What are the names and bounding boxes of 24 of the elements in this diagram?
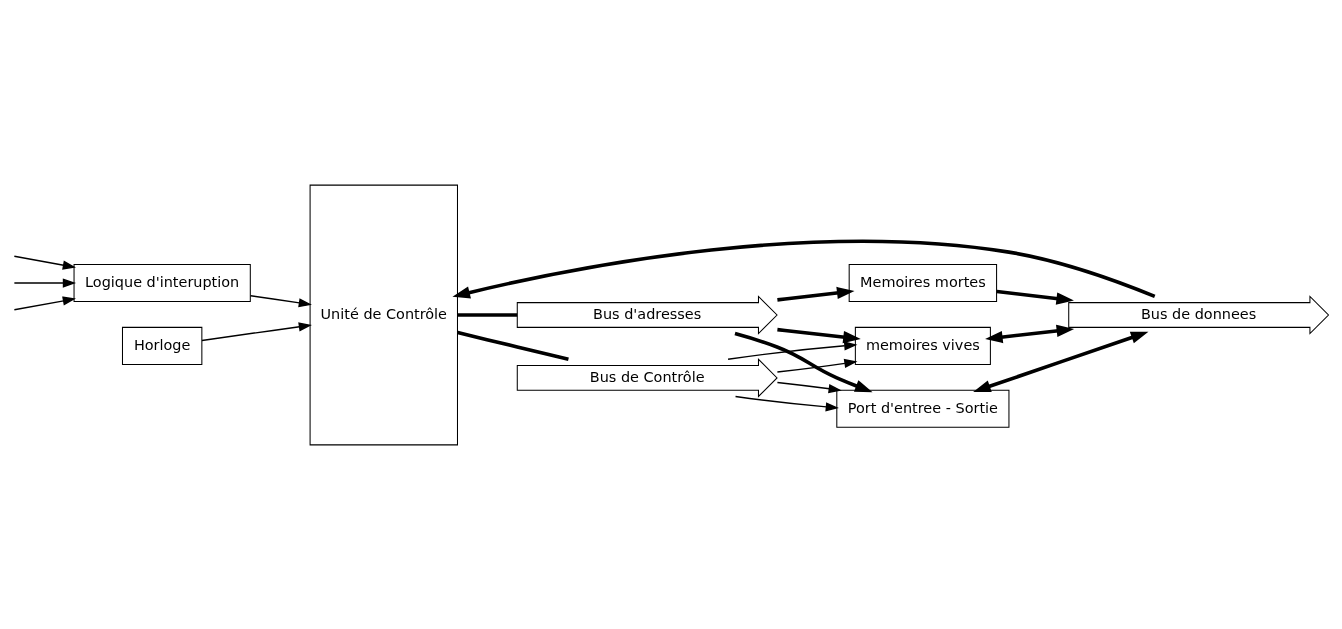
arrow: [201, 321, 312, 341]
arrow: [973, 331, 1149, 392]
arrow: [727, 340, 858, 360]
arrow: [777, 286, 855, 302]
arrow: [734, 395, 839, 411]
connector: [457, 312, 518, 317]
arrow: [734, 331, 873, 392]
arrow: [249, 294, 312, 307]
node-box: memoires vives: [854, 326, 991, 365]
node-box: Logique d'interuption: [73, 263, 251, 302]
arrow: [13, 255, 76, 270]
arrow: [13, 277, 76, 288]
connector: [457, 330, 569, 361]
arrow: [996, 289, 1074, 305]
node-box: Horloge: [121, 326, 203, 365]
arrow: [776, 358, 858, 373]
node-box: Port d'entree - Sortie: [836, 389, 1010, 428]
arrow: [776, 381, 842, 393]
arrow: [985, 324, 1075, 343]
arrow: [452, 238, 1156, 298]
node-box: Memoires mortes: [848, 263, 998, 302]
arrow: [13, 295, 76, 311]
node-box: Unité de Contrôle: [309, 184, 458, 445]
arrow: [777, 327, 861, 343]
